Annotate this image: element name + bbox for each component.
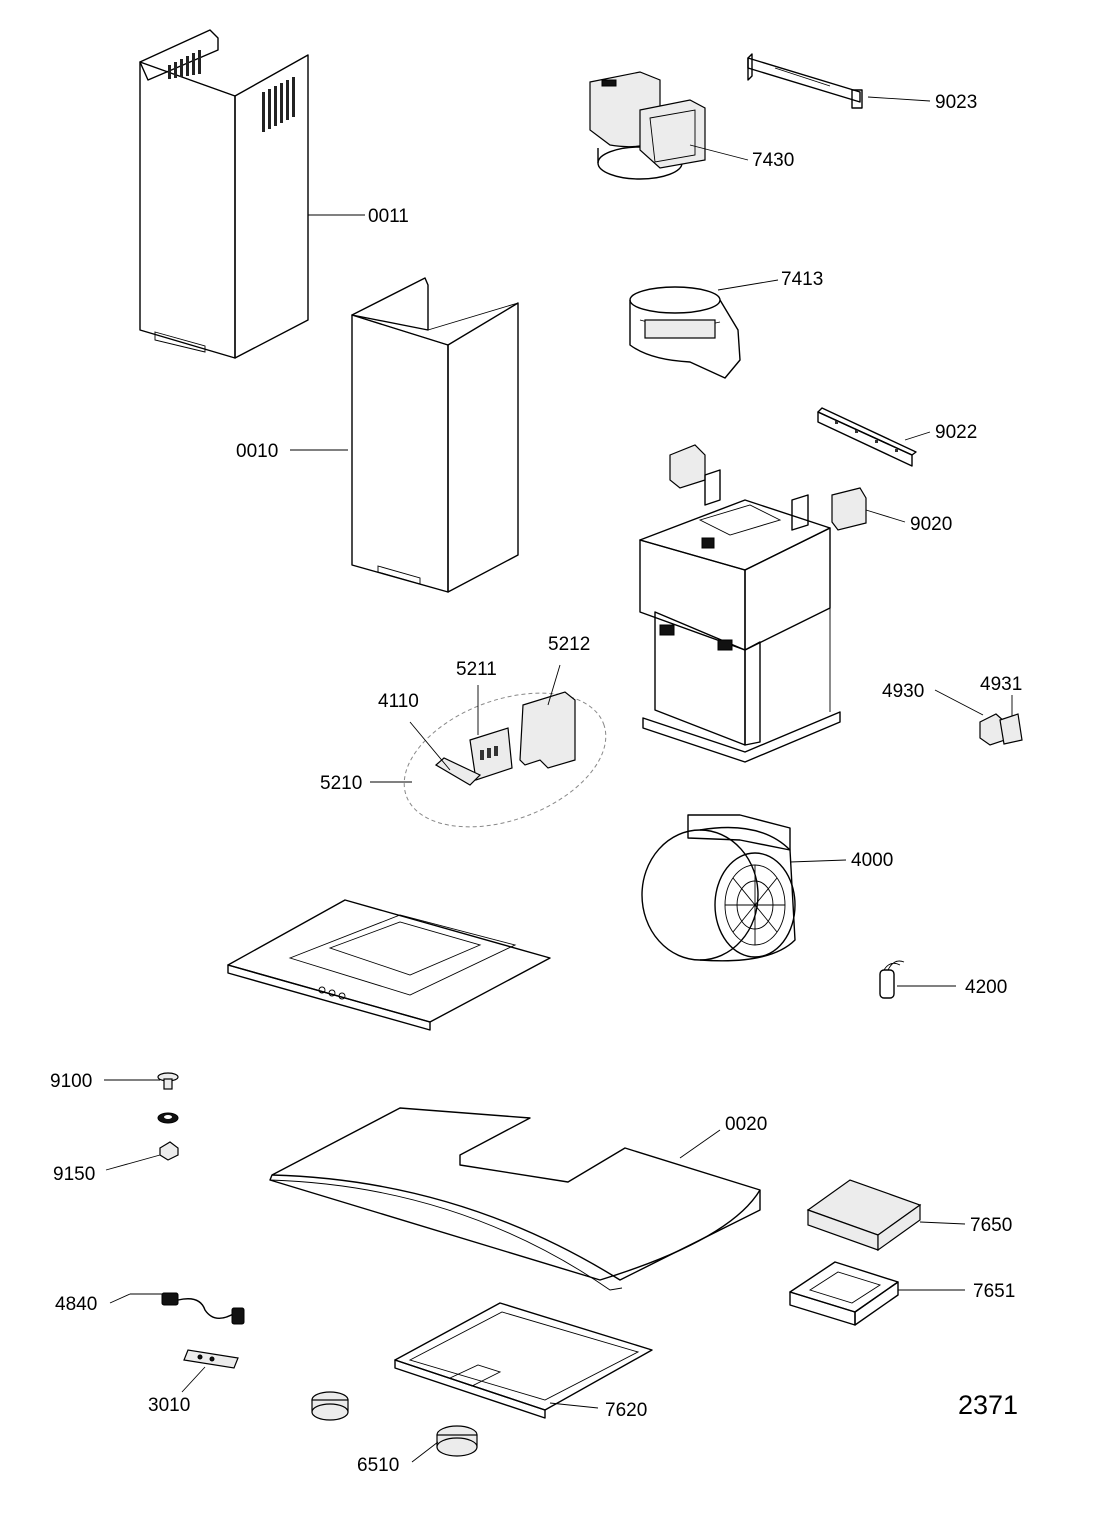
part-9150-nut — [159, 1141, 179, 1161]
diagram-number: 2371 — [958, 1390, 1018, 1420]
label-0020: 0020 — [725, 1114, 767, 1135]
label-9023: 9023 — [935, 92, 977, 113]
part-4840-cable — [161, 1292, 245, 1325]
label-0011: 0011 — [368, 206, 409, 227]
label-7620: 7620 — [605, 1400, 647, 1421]
part-control-tray — [227, 899, 551, 1031]
label-7430: 7430 — [752, 150, 794, 171]
part-0011-upper-chimney — [139, 29, 309, 359]
label-7413: 7413 — [781, 269, 823, 290]
label-0010: 0010 — [236, 441, 278, 462]
part-9100-screw — [157, 1072, 179, 1124]
label-9020: 9020 — [910, 514, 952, 535]
part-0020-glass — [269, 1107, 761, 1291]
label-4200: 4200 — [965, 977, 1007, 998]
label-4110: 4110 — [378, 691, 419, 712]
callout-labels: 0011 0010 7430 9023 7413 9022 9020 5212 … — [50, 92, 1022, 1476]
label-9150: 9150 — [53, 1164, 95, 1185]
part-group-electronics — [403, 691, 607, 828]
part-7430-duct-reducer — [589, 71, 706, 180]
part-7651-filter-frame — [789, 1261, 899, 1326]
label-3010: 3010 — [148, 1395, 190, 1416]
label-4840: 4840 — [55, 1294, 97, 1315]
part-4930-lamp-holder — [979, 713, 1023, 746]
part-7650-carbon-filter — [806, 1179, 922, 1252]
part-9022-rail — [817, 407, 917, 467]
part-0010-lower-chimney — [351, 277, 519, 593]
part-motor-housing — [639, 444, 867, 763]
label-7650: 7650 — [970, 1215, 1012, 1236]
part-7413-collar — [629, 286, 741, 379]
part-4000-blower — [641, 814, 796, 962]
label-5210: 5210 — [320, 773, 362, 794]
part-3010-switch — [183, 1349, 239, 1369]
label-9100: 9100 — [50, 1071, 92, 1092]
part-9023-bracket — [747, 53, 863, 109]
part-4200-capacitor — [879, 960, 905, 999]
label-5211: 5211 — [456, 659, 497, 680]
part-6510-knobs — [311, 1391, 478, 1457]
label-7651: 7651 — [973, 1281, 1015, 1302]
label-4000: 4000 — [851, 850, 893, 871]
label-6510: 6510 — [357, 1455, 399, 1476]
label-9022: 9022 — [935, 422, 977, 443]
part-7620-grease-filter — [394, 1302, 653, 1419]
label-4931: 4931 — [980, 674, 1022, 695]
label-5212: 5212 — [548, 634, 590, 655]
leader-lines — [104, 96, 1013, 1463]
label-4930: 4930 — [882, 681, 924, 702]
